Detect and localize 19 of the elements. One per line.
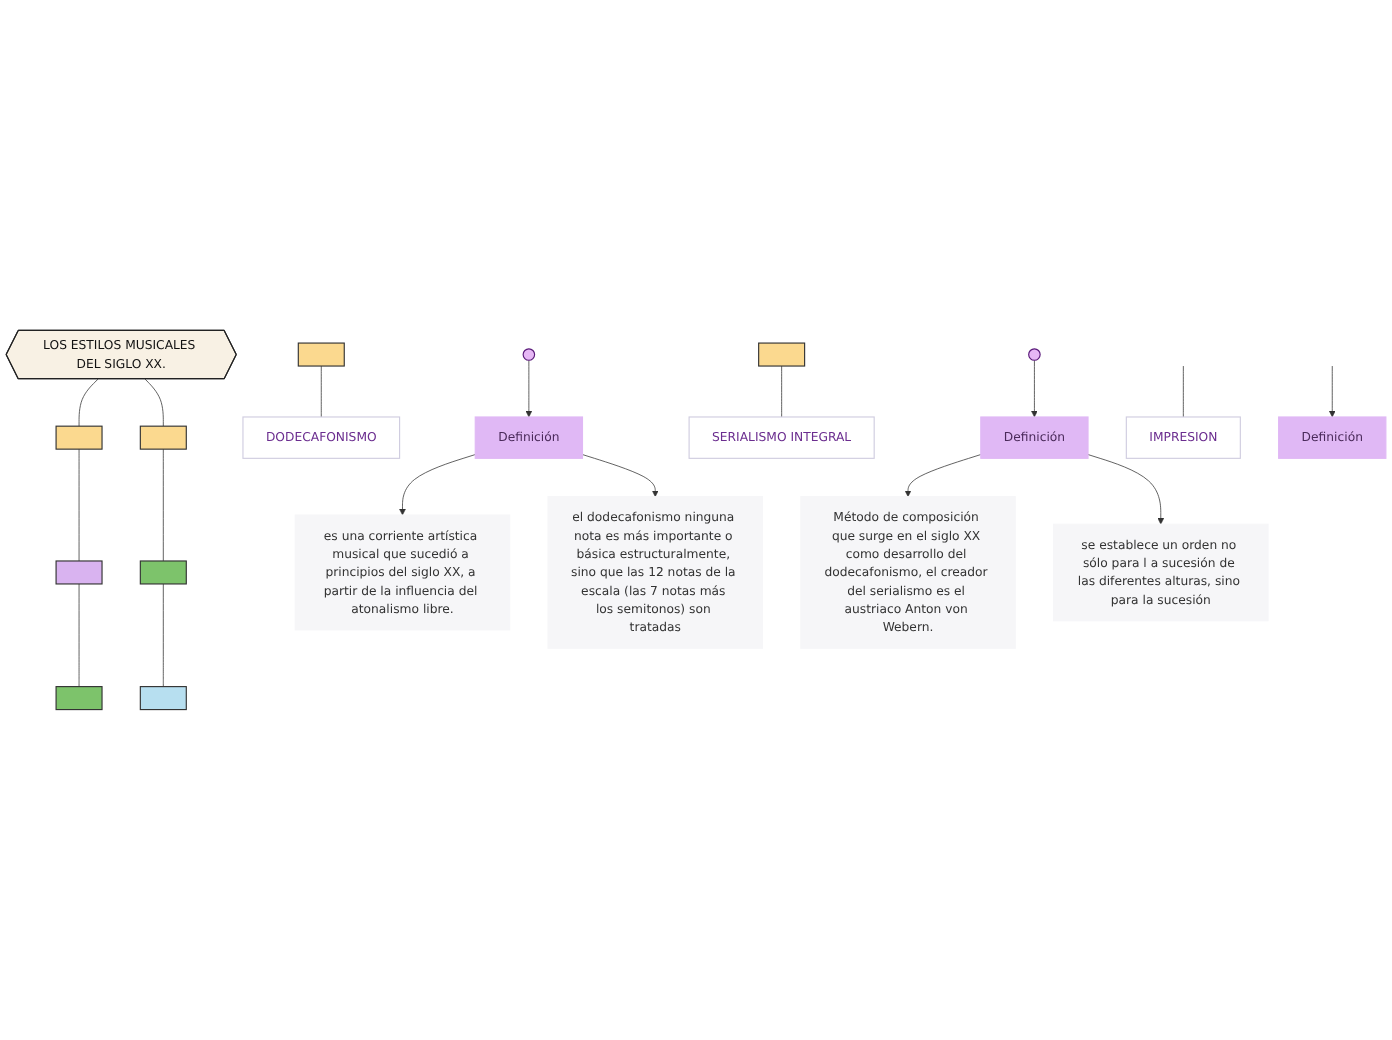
node-box: [55, 425, 103, 450]
node-box: [55, 686, 103, 711]
connector: [144, 378, 164, 427]
node-box: [55, 560, 103, 585]
node-circle: [522, 348, 536, 361]
node-circle: [1028, 348, 1041, 361]
connector: [162, 448, 164, 562]
connector: [78, 583, 80, 687]
node-box: [139, 686, 187, 711]
connector: [78, 378, 99, 427]
node-box: [139, 425, 187, 450]
connector: [78, 448, 80, 562]
connector: [162, 583, 164, 687]
connector: [1182, 365, 1184, 418]
connector: [320, 365, 322, 418]
connector: [781, 365, 783, 418]
node-box: [297, 342, 345, 367]
node-box: [139, 560, 187, 585]
node-box: [758, 342, 806, 367]
